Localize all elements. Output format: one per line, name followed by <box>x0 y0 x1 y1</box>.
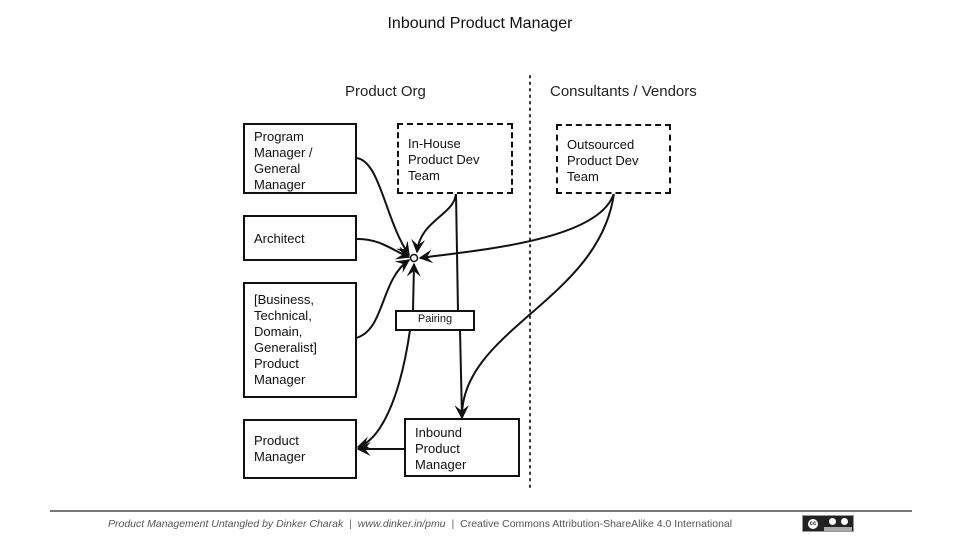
box-line: Architect <box>254 231 305 246</box>
box-outsourced-team: Outsourced Product Dev Team <box>556 124 671 194</box>
box-line: Manager / <box>254 145 313 160</box>
box-line: Product <box>254 433 299 448</box>
pairing-label: Pairing <box>417 313 453 325</box>
box-line: Outsourced <box>567 137 635 152</box>
box-line: Manager <box>254 177 306 192</box>
footer-separator: | <box>451 518 455 530</box>
edge-hub-to-product-manager <box>356 329 411 450</box>
section-label-product-org: Product Org <box>345 83 426 100</box>
edge-inbound-to-hub <box>406 262 421 311</box>
box-line: Technical, <box>254 308 312 323</box>
edge-architect-to-hub <box>355 237 411 260</box>
edge-inhouse-to-inbound <box>456 192 462 418</box>
footer-separator: | <box>349 518 352 530</box>
footer-divider <box>50 510 912 512</box>
box-line: Team <box>408 168 440 183</box>
box-line: General <box>254 161 301 176</box>
box-architect: Architect <box>243 215 357 261</box>
box-inhouse-team: In-House Product Dev Team <box>397 123 513 194</box>
box-product-manager-types: [Business, Technical, Domain, Generalist… <box>243 282 357 398</box>
edge-outsourced-to-hub <box>418 192 615 264</box>
box-pairing: Pairing <box>395 310 475 331</box>
box-line: Domain, <box>254 324 303 339</box>
edge-outsourced-to-inbound <box>454 192 615 420</box>
box-inbound-pm: Inbound Product Manager <box>404 418 520 477</box>
footer-url[interactable]: www.dinker.in/pmu <box>357 518 446 530</box>
edge-pm-types-to-hub <box>355 259 411 339</box>
footer-license: Creative Commons Attribution-ShareAlike … <box>460 518 733 530</box>
box-line: Manager <box>415 457 467 472</box>
box-line: Manager <box>254 372 306 387</box>
box-line: Team <box>567 169 599 184</box>
hub-node <box>409 253 419 263</box>
box-line: [Business, <box>254 292 314 307</box>
box-line: Product Dev <box>408 152 480 167</box>
box-program-manager: Program Manager / General Manager <box>243 123 357 194</box>
box-line: Inbound <box>415 425 462 440</box>
box-line: In-House <box>408 136 461 151</box>
section-label-consultants: Consultants / Vendors <box>550 83 697 100</box>
box-line: Product Dev <box>567 153 639 168</box>
edge-inhouse-to-hub <box>411 192 457 254</box>
footer-attribution: Product Management Untangled by Dinker C… <box>108 518 732 530</box>
edge-program-manager-to-hub <box>355 157 410 257</box>
box-line: Product <box>415 441 460 456</box>
diagram-title: Inbound Product Manager <box>387 15 573 32</box>
cc-by-sa-icon: cc <box>802 515 854 532</box>
box-line: Product <box>254 356 299 371</box>
box-line: Program <box>254 129 304 144</box>
box-product-manager: Product Manager <box>243 419 357 479</box>
box-line: Generalist] <box>254 340 317 355</box>
footer-book: Product Management Untangled by Dinker C… <box>108 518 344 530</box>
box-line: Manager <box>254 449 306 464</box>
